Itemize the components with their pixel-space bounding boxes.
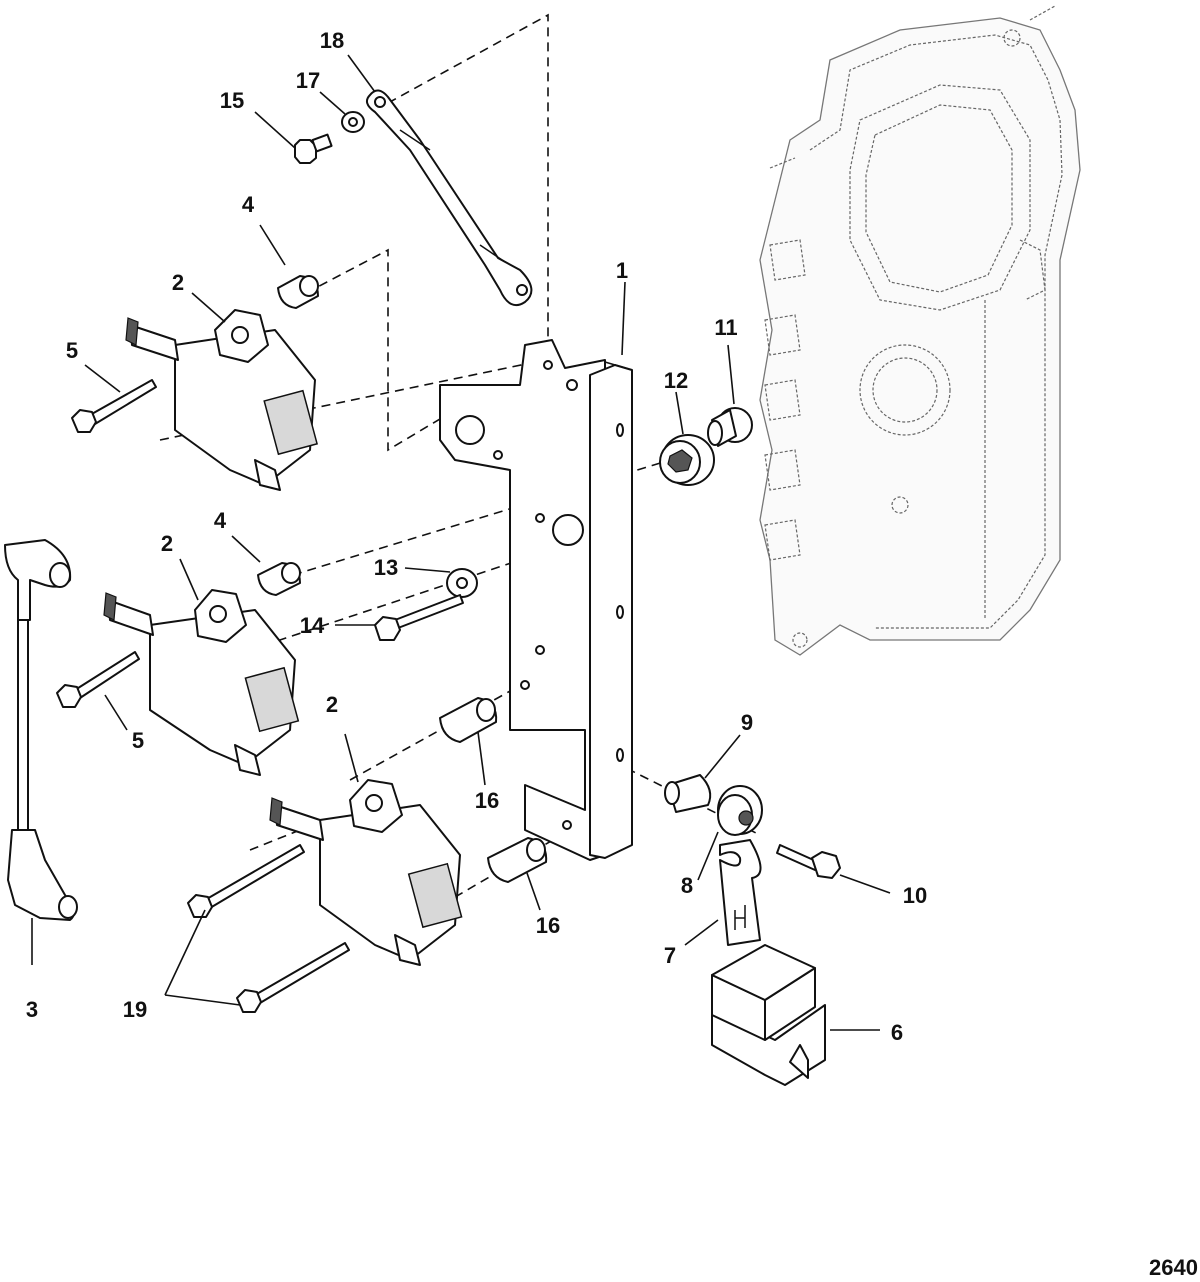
bolt-14-part xyxy=(374,594,464,641)
mounting-bracket-part xyxy=(439,339,633,861)
callout-18: 18 xyxy=(320,28,344,53)
callout-14: 14 xyxy=(300,613,325,638)
sleeve-11-part xyxy=(707,407,753,447)
spark-plug-lead-part xyxy=(4,539,78,921)
callout-13: 13 xyxy=(374,555,398,580)
callout-6: 6 xyxy=(891,1020,903,1045)
callout-1: 1 xyxy=(616,258,628,283)
callout-2-lower: 2 xyxy=(326,692,338,717)
callout-10: 10 xyxy=(903,883,927,908)
spacer-4-upper xyxy=(277,275,319,309)
ignition-coil-middle xyxy=(103,589,300,776)
callout-9: 9 xyxy=(741,710,753,735)
coil-bolt-5-lower xyxy=(56,651,140,708)
ignition-coil-lower xyxy=(269,779,463,966)
bolt-15-part xyxy=(294,133,333,164)
figure-number: 2640 xyxy=(1149,1255,1198,1280)
callout-11: 11 xyxy=(714,315,737,340)
relay-clip-7-part xyxy=(719,839,762,946)
coil-bolt-5-upper xyxy=(71,379,157,433)
callout-3: 3 xyxy=(26,997,38,1022)
callout-4-lower: 4 xyxy=(214,508,227,533)
callout-8: 8 xyxy=(681,873,693,898)
callout-labels: 1 2 2 2 3 4 4 5 5 6 7 8 9 10 11 12 13 14… xyxy=(26,28,927,1045)
sleeve-9-part xyxy=(664,774,712,813)
spacer-4-lower xyxy=(257,562,301,596)
relay-6-part xyxy=(711,944,826,1086)
grommet-8-part xyxy=(717,785,763,836)
bolt-10-part xyxy=(776,844,841,879)
callout-4-upper: 4 xyxy=(242,192,255,217)
callout-5-upper: 5 xyxy=(66,338,78,363)
callout-2-middle: 2 xyxy=(161,531,173,556)
callout-17: 17 xyxy=(296,68,320,93)
callout-16-upper: 16 xyxy=(475,788,499,813)
callout-15: 15 xyxy=(220,88,244,113)
callout-19: 19 xyxy=(123,997,147,1022)
callout-2-upper: 2 xyxy=(172,270,184,295)
spacer-16-upper xyxy=(439,697,498,743)
callout-7: 7 xyxy=(664,943,676,968)
ignition-coil-upper xyxy=(125,309,319,491)
washer-13-part xyxy=(446,568,478,598)
callout-16-lower: 16 xyxy=(536,913,560,938)
engine-cover-ghost xyxy=(759,5,1081,656)
callout-12: 12 xyxy=(664,368,688,393)
leader-lines xyxy=(31,54,891,1031)
washer-17-part xyxy=(341,111,365,133)
long-bolt-19-lower xyxy=(236,942,350,1013)
grommet-12-part xyxy=(659,434,715,486)
callout-5-lower: 5 xyxy=(132,728,144,753)
spacer-16-lower xyxy=(487,837,548,883)
long-bolt-19-upper xyxy=(187,844,305,918)
ground-strap-part xyxy=(365,89,533,306)
